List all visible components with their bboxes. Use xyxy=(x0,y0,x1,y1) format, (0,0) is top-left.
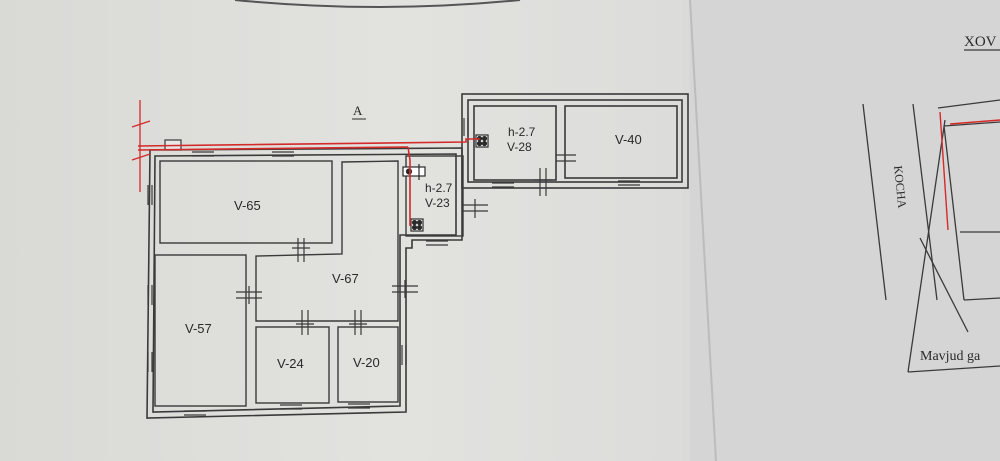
room-v40-label: V-40 xyxy=(615,132,642,147)
gas-meter-icon xyxy=(402,164,426,180)
room-v23-height: h-2.7 xyxy=(425,181,453,195)
header-fragment: XOV xyxy=(964,34,997,50)
room-v28-label: V-28 xyxy=(507,140,532,154)
site-plan xyxy=(862,99,1000,373)
room-v23-label: V-23 xyxy=(425,196,450,210)
door-marks xyxy=(236,154,576,335)
section-label: A xyxy=(353,103,363,118)
street-label: KOCHA xyxy=(891,165,909,209)
gas-pipeline xyxy=(131,100,480,226)
top-arc xyxy=(234,0,521,8)
room-v24-label: V-24 xyxy=(277,356,304,371)
site-pipe xyxy=(939,111,1000,231)
page-fold xyxy=(689,0,717,461)
room-v28 xyxy=(473,105,557,181)
room-v40 xyxy=(564,105,678,179)
room-v57 xyxy=(154,254,247,407)
main-building xyxy=(146,147,463,419)
existing-label: Mavjud ga xyxy=(920,349,981,364)
room-v67 xyxy=(255,160,399,322)
room-v67-label: V-67 xyxy=(332,271,359,286)
room-v23 xyxy=(405,155,464,237)
room-v65 xyxy=(159,160,333,244)
room-v28-height: h-2.7 xyxy=(508,125,536,139)
room-v57-label: V-57 xyxy=(185,321,212,336)
stove-icon xyxy=(410,218,424,232)
room-v20-label: V-20 xyxy=(353,355,380,370)
room-v24 xyxy=(255,326,330,404)
room-v65-label: V-65 xyxy=(234,198,261,213)
right-page xyxy=(690,0,1000,461)
annex-building xyxy=(461,93,689,189)
window-marks xyxy=(147,118,640,416)
stove-icon xyxy=(475,134,489,148)
room-v20 xyxy=(337,326,399,403)
